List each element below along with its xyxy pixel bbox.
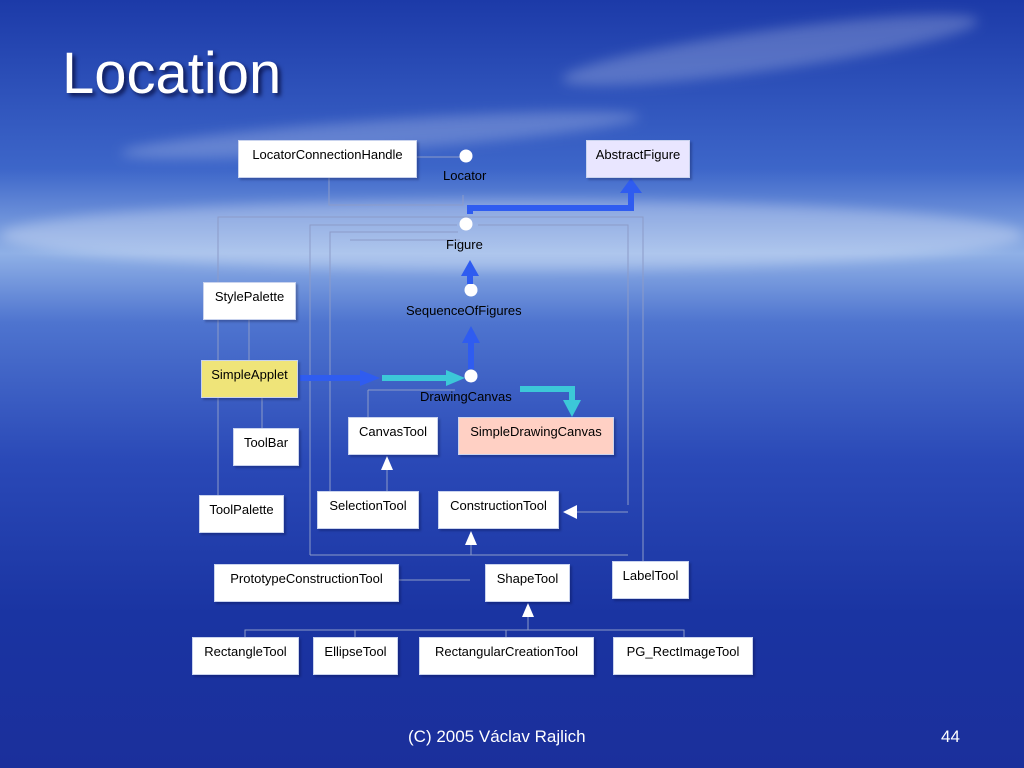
class-box-style-palette: StylePalette — [203, 282, 296, 320]
class-box-label-tool: LabelTool — [612, 561, 689, 599]
page-number: 44 — [941, 727, 960, 746]
flow-arrow-head — [620, 178, 642, 193]
locator-interface-circle — [459, 149, 473, 163]
inherit-arrow — [522, 603, 534, 617]
flow-arrow-head — [462, 326, 480, 343]
flow-arrow-head — [360, 370, 380, 386]
class-box-locator-connection-handle: LocatorConnectionHandle — [238, 140, 417, 178]
class-box-construction-tool: ConstructionTool — [438, 491, 559, 529]
class-box-tool-bar: ToolBar — [233, 428, 299, 466]
flow-arrow-head — [461, 260, 479, 276]
slide-title: Location — [62, 41, 282, 106]
flow-arrow-head — [446, 370, 465, 386]
class-box-shape-tool: ShapeTool — [485, 564, 570, 602]
class-box-ellipse-tool: EllipseTool — [313, 637, 398, 675]
class-box-rectangle-tool: RectangleTool — [192, 637, 299, 675]
inherit-arrow — [563, 505, 577, 519]
class-box-abstract-figure: AbstractFigure — [586, 140, 690, 178]
class-box-canvas-tool: CanvasTool — [348, 417, 438, 455]
inherit-arrow — [465, 531, 477, 545]
interface-label-drawing-canvas: DrawingCanvas — [420, 389, 512, 404]
class-box-selection-tool: SelectionTool — [317, 491, 419, 529]
class-box-rectangular-creation-tool: RectangularCreationTool — [419, 637, 594, 675]
cloud-streak — [0, 200, 1024, 270]
class-box-simple-drawing-canvas: SimpleDrawingCanvas — [458, 417, 614, 455]
figure-interface-circle — [459, 217, 473, 231]
class-box-pg-rect-image-tool: PG_RectImageTool — [613, 637, 753, 675]
sequence-interface-circle — [464, 283, 478, 297]
footer-copyright: (C) 2005 Václav Rajlich — [408, 727, 586, 746]
class-box-simple-applet: SimpleApplet — [201, 360, 298, 398]
interface-label-sequence-of-figures: SequenceOfFigures — [406, 303, 522, 318]
class-box-tool-palette: ToolPalette — [199, 495, 284, 533]
class-box-prototype-construction-tool: PrototypeConstructionTool — [214, 564, 399, 602]
interface-label-locator: Locator — [443, 168, 487, 183]
interface-label-figure: Figure — [446, 237, 483, 252]
inherit-arrow — [381, 456, 393, 470]
drawing-canvas-interface-circle — [464, 369, 478, 383]
flow-arrow-head — [563, 400, 581, 417]
